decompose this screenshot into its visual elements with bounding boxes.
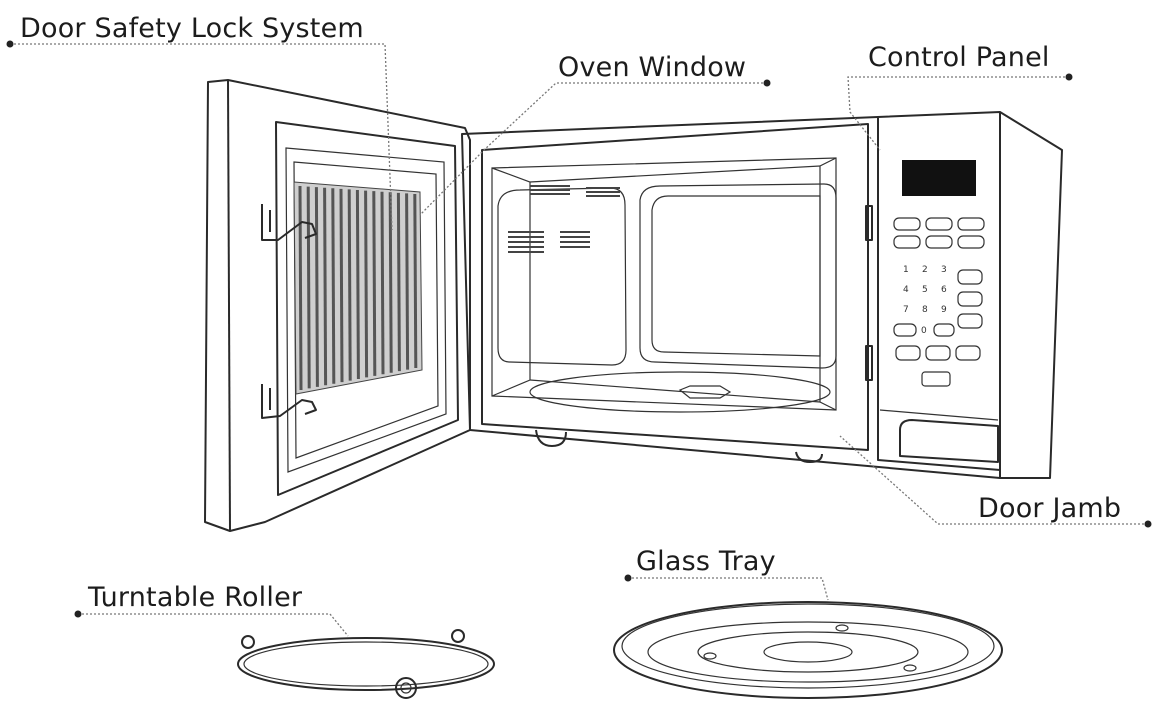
leader-lines (6, 40, 1152, 637)
svg-text:0: 0 (921, 326, 927, 336)
svg-text:9: 9 (941, 305, 947, 315)
label-control-panel: Control Panel (868, 42, 1050, 73)
oven-vents (508, 185, 620, 253)
door-latch-hooks (261, 204, 317, 419)
svg-text:8: 8 (922, 305, 928, 315)
svg-text:6: 6 (941, 285, 947, 295)
control-panel: 1 2 3 4 5 6 7 8 9 0 (879, 160, 999, 463)
label-door-safety-lock-system: Door Safety Lock System (20, 13, 364, 44)
keypad-digits: 1 2 3 4 5 6 7 8 9 0 (903, 265, 947, 336)
microwave-door (204, 79, 471, 532)
label-turntable-roller: Turntable Roller (87, 582, 303, 613)
svg-text:1: 1 (903, 265, 909, 275)
glass-tray (613, 601, 1003, 699)
turntable-roller (237, 629, 495, 699)
label-glass-tray: Glass Tray (636, 546, 776, 577)
part-labels: Door Safety Lock System Oven Window Cont… (20, 13, 1121, 613)
label-oven-window: Oven Window (558, 52, 746, 83)
svg-text:5: 5 (922, 285, 928, 295)
microwave-body (461, 111, 1063, 479)
control-panel-display (902, 160, 976, 196)
svg-text:7: 7 (903, 305, 909, 315)
oven-window-mesh (293, 181, 423, 395)
svg-text:2: 2 (922, 265, 928, 275)
svg-text:4: 4 (903, 285, 909, 295)
label-door-jamb: Door Jamb (978, 493, 1121, 524)
svg-text:3: 3 (941, 265, 947, 275)
